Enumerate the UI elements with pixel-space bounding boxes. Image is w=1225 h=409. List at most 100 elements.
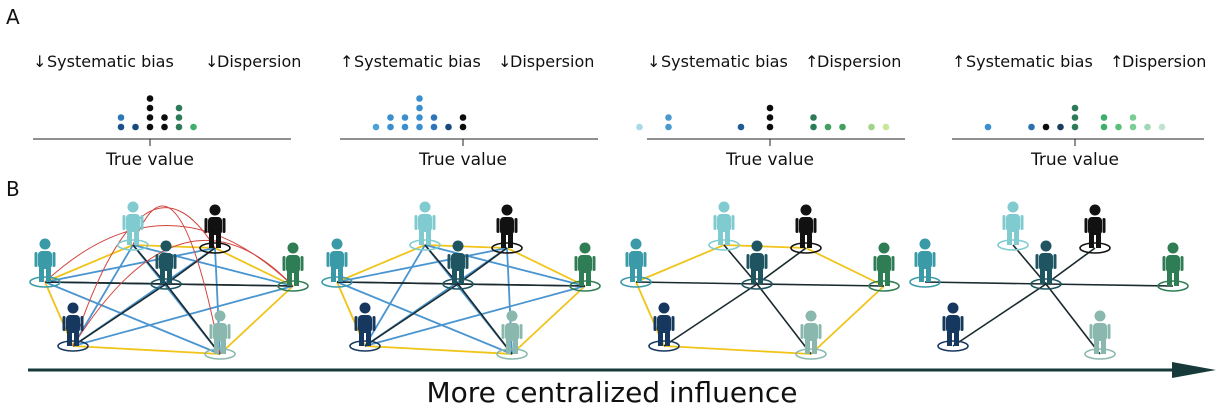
person-black-figure bbox=[491, 204, 523, 254]
person-arm bbox=[891, 256, 895, 271]
person-arm bbox=[300, 256, 304, 271]
person-leg bbox=[426, 231, 431, 245]
person-black-figure bbox=[199, 204, 231, 254]
person-arm bbox=[653, 316, 657, 331]
estimate-dot bbox=[132, 123, 139, 131]
person-leg bbox=[167, 270, 172, 284]
person-lightcyan-figure bbox=[409, 201, 441, 251]
influence-arc-teal-green bbox=[44, 225, 294, 287]
edge-green-sage bbox=[810, 285, 885, 355]
person-torso bbox=[286, 255, 300, 273]
network-edges bbox=[336, 244, 586, 355]
person-head bbox=[1094, 310, 1106, 322]
person-sage-figure bbox=[795, 310, 827, 360]
person-arm bbox=[795, 218, 799, 233]
edge-teal-lightcyan bbox=[336, 244, 426, 283]
person-head bbox=[630, 238, 642, 250]
estimate-dot bbox=[810, 114, 817, 121]
bias-arrow: ↑ bbox=[952, 52, 965, 71]
person-arm bbox=[372, 316, 376, 331]
estimate-dot bbox=[387, 123, 394, 131]
network-edges bbox=[44, 205, 294, 355]
person-base-ring bbox=[868, 280, 900, 292]
person-arm bbox=[942, 316, 946, 331]
estimate-dot bbox=[839, 123, 846, 131]
person-arm bbox=[34, 252, 38, 267]
person-head bbox=[878, 242, 890, 254]
axis-label: True value bbox=[1030, 150, 1119, 170]
person-arm bbox=[1102, 218, 1106, 233]
edge-darkteal-navy bbox=[663, 283, 758, 347]
person-head bbox=[658, 302, 670, 314]
person-head bbox=[160, 240, 172, 252]
person-arm bbox=[713, 215, 717, 230]
person-torso bbox=[877, 255, 891, 273]
estimate-dot bbox=[766, 114, 774, 121]
person-navy-figure bbox=[57, 302, 89, 352]
scenario-low-bias-high-dispersion: ↓ Systematic bias ↑ Dispersion True valu… bbox=[636, 52, 905, 170]
person-leg bbox=[331, 268, 336, 282]
person-arm bbox=[813, 218, 817, 233]
panel-label-a: A bbox=[6, 5, 20, 29]
person-head bbox=[1167, 242, 1179, 254]
person-arm bbox=[800, 324, 804, 339]
person-torso bbox=[629, 251, 643, 269]
estimate-dot bbox=[1042, 123, 1050, 131]
person-base-ring bbox=[795, 348, 827, 360]
person-head bbox=[800, 204, 812, 216]
person-leg bbox=[1096, 234, 1101, 248]
estimate-dot bbox=[665, 114, 672, 121]
person-head bbox=[1040, 240, 1052, 252]
person-torso bbox=[799, 217, 813, 235]
person-base-ring bbox=[491, 242, 523, 254]
person-base-ring bbox=[409, 239, 441, 251]
dispersion-label: Dispersion bbox=[217, 52, 301, 71]
person-torso bbox=[208, 217, 222, 235]
person-arm bbox=[140, 215, 144, 230]
edge-black-green bbox=[506, 247, 586, 287]
person-leg bbox=[294, 272, 299, 286]
person-black-figure bbox=[790, 204, 822, 254]
person-torso bbox=[1093, 323, 1107, 341]
person-arm bbox=[746, 254, 750, 269]
person-base-ring bbox=[1084, 348, 1116, 360]
estimate-dots bbox=[117, 95, 197, 131]
person-arm bbox=[204, 218, 208, 233]
person-torso bbox=[1166, 255, 1180, 273]
centralization-arrow-head bbox=[1172, 362, 1216, 378]
estimate-dot bbox=[416, 123, 423, 131]
person-torso bbox=[358, 315, 372, 333]
person-arm bbox=[209, 324, 213, 339]
person-head bbox=[751, 240, 763, 252]
person-head bbox=[331, 238, 343, 250]
person-arm bbox=[354, 316, 358, 331]
edge-darkteal-black bbox=[1045, 247, 1096, 285]
person-head bbox=[718, 201, 730, 213]
estimate-dot bbox=[882, 123, 890, 131]
person-leg bbox=[506, 340, 511, 354]
person-navy-figure bbox=[648, 302, 680, 352]
person-arm bbox=[62, 316, 66, 331]
person-leg bbox=[46, 268, 51, 282]
person-green-figure bbox=[1157, 242, 1189, 292]
edge-sage-navy bbox=[72, 345, 221, 355]
person-leg bbox=[812, 340, 817, 354]
person-arm bbox=[960, 316, 964, 331]
person-leg bbox=[807, 234, 812, 248]
person-torso bbox=[1039, 253, 1053, 271]
bias-arrow: ↑ bbox=[340, 52, 353, 71]
dispersion-label: Dispersion bbox=[510, 52, 594, 71]
estimate-dot bbox=[387, 114, 394, 121]
person-navy-figure bbox=[937, 302, 969, 352]
person-leg bbox=[947, 332, 952, 346]
person-base-ring bbox=[620, 276, 652, 288]
person-head bbox=[579, 242, 591, 254]
person-arm bbox=[514, 218, 518, 233]
network-moderately-decentralized bbox=[321, 201, 601, 360]
edge-green-sage bbox=[511, 285, 586, 355]
dispersion-arrow: ↑ bbox=[805, 52, 818, 71]
person-leg bbox=[1014, 231, 1019, 245]
person-arm bbox=[465, 254, 469, 269]
person-base-ring bbox=[1157, 280, 1189, 292]
person-leg bbox=[508, 234, 513, 248]
